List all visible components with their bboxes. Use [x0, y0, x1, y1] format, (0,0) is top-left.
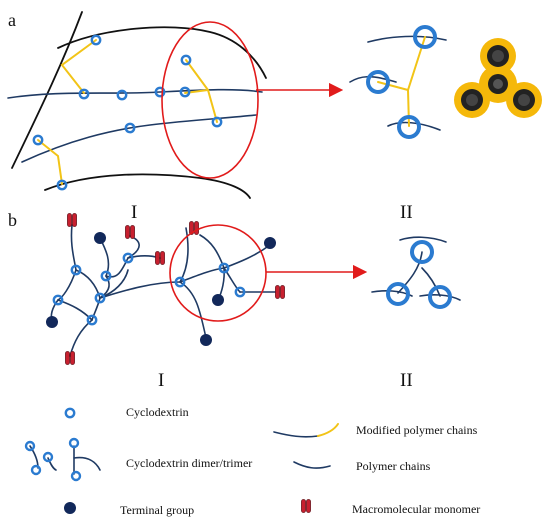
cyclodextrin-ring	[78, 88, 90, 100]
cyclodextrin-ring	[94, 292, 106, 304]
legend-cyclodextrin-icon	[64, 407, 76, 419]
legend-dimer-trimer-icon	[24, 437, 101, 482]
cyclodextrin-ring	[90, 34, 102, 46]
legend-polymer-chain-icon	[293, 461, 331, 469]
modified-link	[37, 139, 63, 185]
panel-a-label-i: I	[131, 202, 137, 223]
polymer-chain	[91, 297, 101, 321]
polymer-chain	[69, 319, 93, 357]
modified-link	[184, 59, 218, 123]
panel-a-label-ii: II	[400, 202, 413, 223]
cyclodextrin-ring	[234, 286, 246, 298]
cyclodextrin-ring	[86, 314, 98, 326]
polymer-chain	[70, 224, 77, 271]
cyclodextrin-ring	[211, 116, 223, 128]
polymer-chain	[99, 281, 181, 299]
cyclodextrin-ring	[180, 54, 192, 66]
cyclodextrin-ring	[100, 270, 112, 282]
polymer-chain	[57, 26, 267, 79]
zoom-trimer-b	[371, 236, 461, 309]
polymer-chain	[11, 11, 83, 169]
terminal-group	[94, 232, 106, 244]
terminal-group	[46, 316, 58, 328]
cyclodextrin-ring	[116, 89, 128, 101]
highlight-ellipse	[161, 21, 259, 179]
polymer-chain	[199, 234, 225, 269]
legend-polymer-chains-label: Polymer chains	[356, 459, 431, 473]
cyclodextrin-ring	[397, 115, 421, 139]
polymer-chain	[7, 88, 263, 99]
terminal-group	[264, 237, 276, 249]
cyclodextrin-ring	[174, 276, 186, 288]
polymer-chain	[179, 281, 207, 339]
legend-terminal-group-label: Terminal group	[120, 503, 194, 517]
panel-b: b	[8, 210, 461, 391]
panel-a-letter: a	[8, 10, 16, 30]
legend: Cyclodextrin Cyclodextrin dimer/trimer T…	[24, 405, 480, 517]
fidget-spinner-icon	[454, 38, 542, 118]
cyclodextrin-ring	[124, 122, 136, 134]
cyclodextrin-ring	[386, 282, 410, 306]
terminal-group	[212, 294, 224, 306]
cyclodextrin-ring	[122, 252, 134, 264]
terminal-group	[200, 334, 212, 346]
cyclodextrin-ring	[413, 25, 437, 49]
panel-b-label-ii: II	[400, 370, 413, 391]
legend-macromonomer-label: Macromolecular monomer	[352, 502, 480, 516]
zoom-trimer-a	[349, 25, 447, 139]
cyclodextrin-ring	[218, 262, 230, 274]
legend-terminal-group-icon	[64, 502, 76, 514]
cyclodextrin-ring	[154, 86, 166, 98]
legend-cyclodextrin-label: Cyclodextrin	[126, 405, 189, 419]
legend-macromonomer-icon	[301, 499, 311, 513]
panel-b-label-i: I	[158, 370, 164, 391]
legend-dimer-trimer-label: Cyclodextrin dimer/trimer	[126, 456, 252, 470]
highlight-circle	[169, 224, 267, 322]
cyclodextrin-ring	[179, 86, 191, 98]
polymer-chain	[44, 173, 251, 199]
modified-link	[60, 39, 97, 94]
cyclodextrin-ring	[366, 70, 390, 94]
macromonomer	[275, 285, 285, 299]
polymer-chain	[57, 299, 93, 321]
legend-modified-chains-label: Modified polymer chains	[356, 423, 478, 437]
cyclodextrin-ring	[56, 179, 68, 191]
cyclodextrin-ring	[410, 240, 434, 264]
cyclodextrin-ring	[32, 134, 44, 146]
legend-modified-chain-icon	[273, 423, 339, 438]
polymer-chain	[179, 267, 225, 283]
cyclodextrin-ring	[70, 264, 82, 276]
panel-a: a	[7, 10, 542, 223]
cyclodextrin-ring	[428, 285, 452, 309]
polymer-chain	[21, 114, 257, 163]
polymer-chain	[75, 269, 101, 299]
cyclodextrin-ring	[52, 294, 64, 306]
panel-b-letter: b	[8, 210, 17, 230]
